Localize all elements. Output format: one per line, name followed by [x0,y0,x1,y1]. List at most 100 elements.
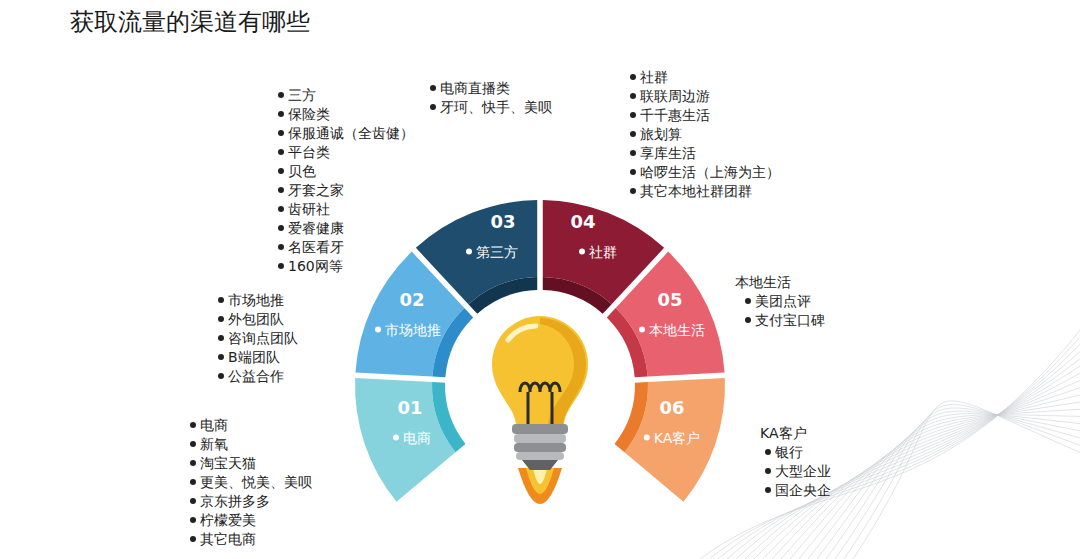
ring-segment: 05本地生活 [604,249,725,381]
bullet-dot [278,130,284,136]
bullet-dot [630,112,636,118]
list-text: 美团点评 [755,292,811,311]
list-item: 名医看牙 [278,238,344,257]
bullet-dot [630,74,636,80]
bullet-dot [644,435,650,441]
list-text: 社群 [640,68,668,87]
callout-number: 02 [399,289,424,311]
list-item: B端团队 [218,348,280,367]
list-item: 保险类 [278,105,330,124]
list-text: 名医看牙 [288,238,344,257]
list-text: 其它电商 [200,530,256,549]
list-text: 支付宝口碑 [755,311,825,330]
bullet-dot [579,249,585,255]
bullet-dot [630,169,636,175]
list-text: 齿研社 [288,200,330,219]
bullet-dot [278,187,284,193]
ring-segment: 01 电商 [355,375,468,504]
list-text: 电商直播类 [440,79,510,98]
list-item: 京东拼多多 [190,492,270,511]
list-item: 三方 [278,86,316,105]
list-item: 外包团队 [218,310,284,329]
bullet-dot [375,327,381,333]
list-text: 国企央企 [775,481,831,500]
bullet-dot [190,517,196,523]
list-item: 大型企业 [765,462,831,481]
list-text: 保服通诚（全齿健） [288,124,414,143]
list-item: 牙珂、快手、美呗 [430,98,552,117]
bullet-dot [218,354,224,360]
list-text: 享库生活 [640,144,696,163]
ring-segment: 03第三方 [413,200,540,316]
callout-number: 01 [397,397,422,419]
list-item: 其它本地社群团群 [630,182,752,201]
list-text: 新氧 [200,435,228,454]
list-item: 享库生活 [630,144,696,163]
list-text: 外包团队 [228,310,284,329]
segment-label: 市场地推 [385,322,441,339]
segment-label: 电商 [403,430,431,447]
list-item: 爱睿健康 [278,219,344,238]
list-text: 其它本地社群团群 [640,182,752,201]
bullet-dot [765,468,771,474]
list-text: 牙珂、快手、美呗 [440,98,552,117]
list-item: KA客户 [760,424,807,443]
ring-segment: 06KA客户 [612,375,725,504]
list-text: 淘宝天猫 [200,454,256,473]
bullet-dot [278,225,284,231]
list-text: 市场地推 [228,291,284,310]
segment-label-row: 第三方 [466,244,518,261]
bullet-dot [278,263,284,269]
list-item: 千千惠生活 [630,106,710,125]
bullet-dot [278,111,284,117]
bullet-dot [765,449,771,455]
list-text: 贝色 [288,162,316,181]
bullet-dot [190,460,196,466]
bullet-dot [218,335,224,341]
list-item: 齿研社 [278,200,330,219]
list-item: 联联周边游 [630,87,710,106]
bullet-dot [466,249,472,255]
bullet-dot [278,244,284,250]
list-text: 公益合作 [228,367,284,386]
list-text: 哈啰生活（上海为主） [640,163,780,182]
list-item: 贝色 [278,162,316,181]
segment-label-row: 社群 [579,244,617,261]
list-text: 千千惠生活 [640,106,710,125]
bullet-dot [218,297,224,303]
callout-number: 05 [657,289,682,311]
bullet-dot [630,131,636,137]
bullet-dot [278,206,284,212]
list-text: 柠檬爱美 [200,511,256,530]
bullet-dot [630,150,636,156]
list-item: 咨询点团队 [218,329,298,348]
list-text: 联联周边游 [640,87,710,106]
list-item: 柠檬爱美 [190,511,256,530]
list-item: 社群 [630,68,668,87]
bullet-dot [278,92,284,98]
list-item: 哈啰生活（上海为主） [630,163,780,182]
list-text: B端团队 [228,348,280,367]
list-text: 平台类 [288,143,330,162]
bullet-dot [278,149,284,155]
list-item: 新氧 [190,435,228,454]
list-item: 淘宝天猫 [190,454,256,473]
list-text: 牙套之家 [288,181,344,200]
list-item: 牙套之家 [278,181,344,200]
list-item: 国企央企 [765,481,831,500]
list-item: 美团点评 [745,292,811,311]
bullet-dot [745,298,751,304]
list-heading: KA客户 [760,424,807,443]
list-text: 三方 [288,86,316,105]
segment-label-row: 市场地推 [375,322,441,339]
list-text: 160网等 [288,257,343,276]
list-item: 平台类 [278,143,330,162]
bullet-dot [190,498,196,504]
list-item: 市场地推 [218,291,284,310]
list-item: 支付宝口碑 [745,311,825,330]
bullet-dot [218,316,224,322]
callout-number: 06 [659,397,684,419]
bullet-dot [430,104,436,110]
list-item: 电商直播类 [430,79,510,98]
list-item: 电商 [190,416,228,435]
